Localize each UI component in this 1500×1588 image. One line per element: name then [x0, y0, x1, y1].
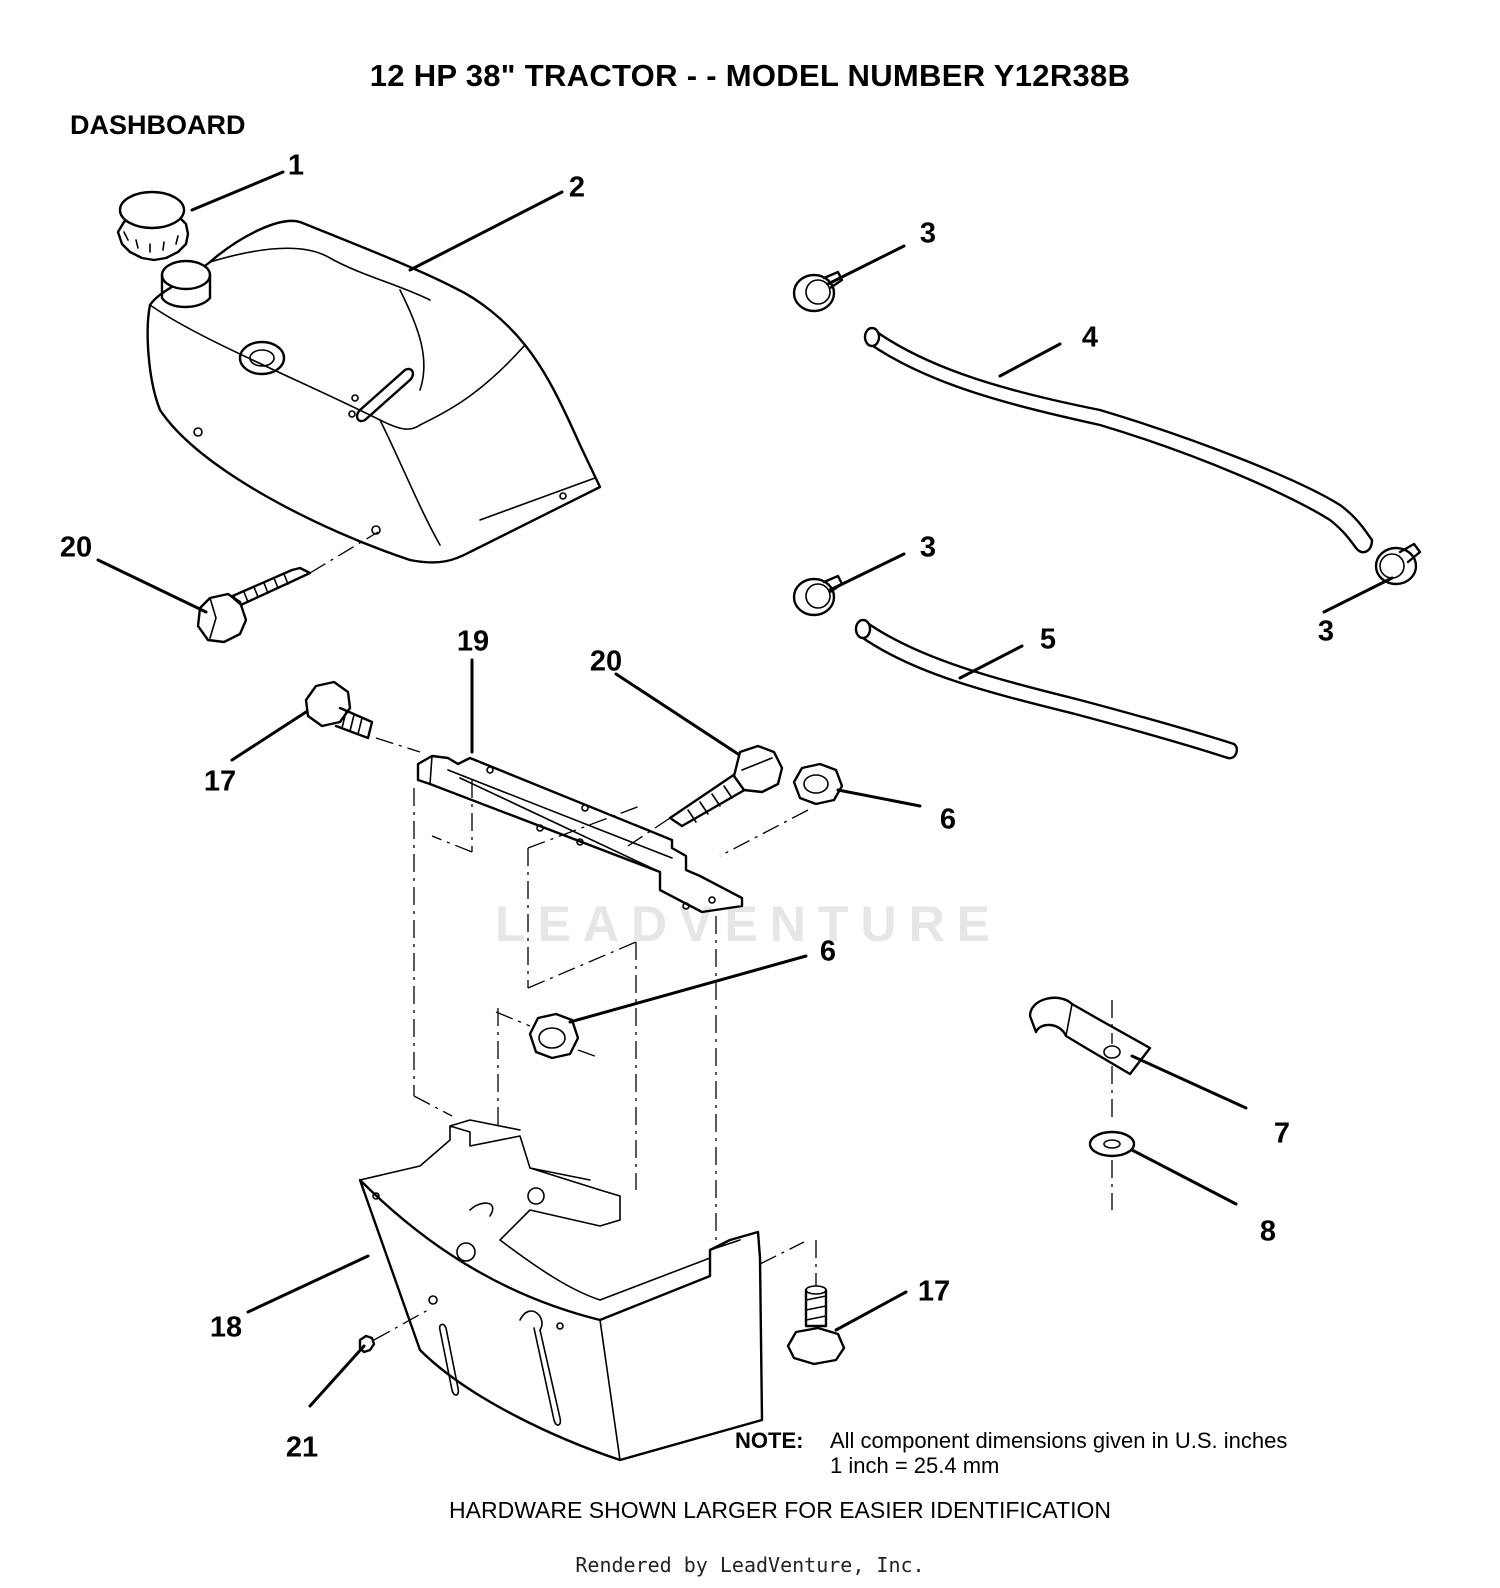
hose-clamp-part-3-middle[interactable] — [792, 574, 844, 617]
screw-part-20-upper[interactable] — [196, 566, 312, 644]
callout-3-right[interactable]: 3 — [1317, 615, 1335, 648]
callout-2[interactable]: 2 — [568, 171, 586, 204]
panel-part-18[interactable] — [358, 1119, 764, 1462]
bolt-part-17-upper[interactable] — [304, 680, 374, 740]
callout-3-upper[interactable]: 3 — [919, 217, 937, 250]
callout-3-middle[interactable]: 3 — [919, 531, 937, 564]
callout-leaders — [96, 170, 1394, 1408]
note-line-1: All component dimensions given in U.S. i… — [830, 1428, 1288, 1453]
bolt-part-17-lower[interactable] — [786, 1285, 846, 1366]
fuel-hose-part-4[interactable] — [863, 326, 1374, 554]
callout-18[interactable]: 18 — [209, 1311, 243, 1344]
callout-21[interactable]: 21 — [285, 1431, 319, 1464]
hose-clamp-part-3-upper[interactable] — [792, 270, 844, 313]
callout-7[interactable]: 7 — [1273, 1117, 1291, 1150]
fuel-cap-part-1[interactable] — [116, 190, 190, 262]
callout-4[interactable]: 4 — [1081, 321, 1099, 354]
fuel-hose-part-5[interactable] — [854, 618, 1239, 760]
diagram-title: 12 HP 38" TRACTOR - - MODEL NUMBER Y12R3… — [369, 58, 1131, 93]
bracket-part-19[interactable] — [416, 754, 744, 914]
note-line-2: 1 inch = 25.4 mm — [830, 1453, 1000, 1478]
dashboard-housing-part-2[interactable] — [146, 219, 602, 564]
callout-1[interactable]: 1 — [287, 149, 305, 182]
rendered-by-footer: Rendered by LeadVenture, Inc. — [575, 1553, 925, 1577]
nut-part-6-lower[interactable] — [528, 1012, 580, 1060]
callout-20-upper[interactable]: 20 — [59, 531, 93, 564]
callout-19[interactable]: 19 — [456, 625, 490, 658]
callout-6-lower[interactable]: 6 — [819, 935, 837, 968]
callout-20-lower[interactable]: 20 — [589, 645, 623, 678]
washer-part-8[interactable] — [1088, 1130, 1136, 1158]
callout-8[interactable]: 8 — [1259, 1215, 1277, 1248]
callout-17-upper[interactable]: 17 — [203, 765, 237, 798]
callout-17-lower[interactable]: 17 — [917, 1275, 951, 1308]
callout-5[interactable]: 5 — [1039, 623, 1057, 656]
callout-6-upper[interactable]: 6 — [939, 803, 957, 836]
nut-part-6-upper[interactable] — [792, 762, 844, 806]
note-label: NOTE: — [735, 1428, 804, 1453]
hose-clip-part-7[interactable] — [1028, 996, 1152, 1076]
screw-part-20-lower[interactable] — [668, 744, 784, 828]
section-label: DASHBOARD — [70, 110, 246, 140]
hardware-note: HARDWARE SHOWN LARGER FOR EASIER IDENTIF… — [449, 1497, 1111, 1523]
hose-clamp-part-3-right[interactable] — [1374, 542, 1422, 586]
